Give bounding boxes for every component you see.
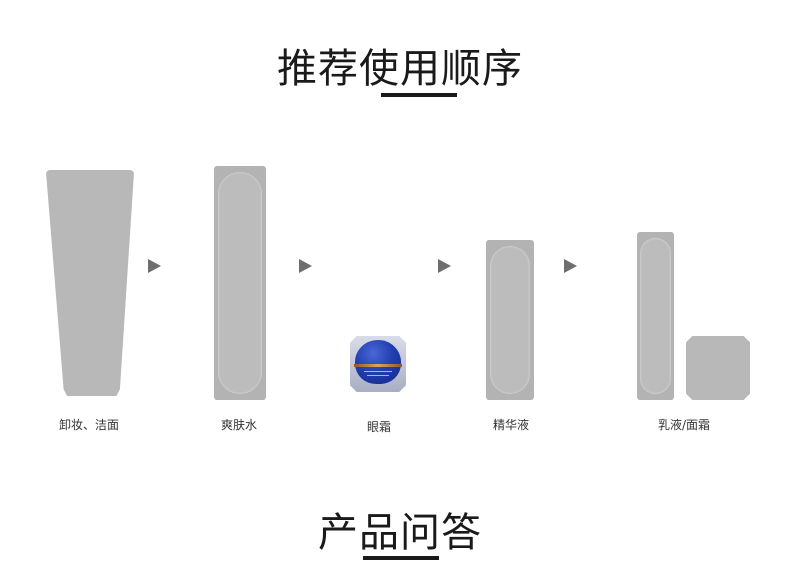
lotion-bottle-icon: [637, 232, 674, 400]
arrow-right-icon: [148, 259, 161, 273]
arrow-right-icon: [438, 259, 451, 273]
toner-bottle-icon: [214, 166, 266, 400]
arrow-right-icon: [564, 259, 577, 273]
step-label-eye-cream: 眼霜: [366, 420, 392, 434]
faq-title-underline: [363, 556, 439, 560]
eye-cream-jar-icon: [350, 336, 406, 392]
step-label-toner: 爽肤水: [220, 418, 258, 432]
serum-bottle-icon: [486, 240, 534, 400]
arrow-right-icon: [299, 259, 312, 273]
step-label-serum: 精华液: [492, 418, 530, 432]
faq-title: 产品问答: [318, 510, 482, 556]
usage-order-title: 推荐使用顺序: [277, 46, 523, 92]
cleanser-tube-icon: [46, 170, 134, 396]
usage-order-title-underline: [381, 93, 457, 97]
step-label-cleanser: 卸妆、洁面: [58, 418, 120, 432]
face-cream-jar-icon: [686, 336, 750, 400]
step-label-lotion-cream: 乳液/面霜: [657, 418, 711, 432]
